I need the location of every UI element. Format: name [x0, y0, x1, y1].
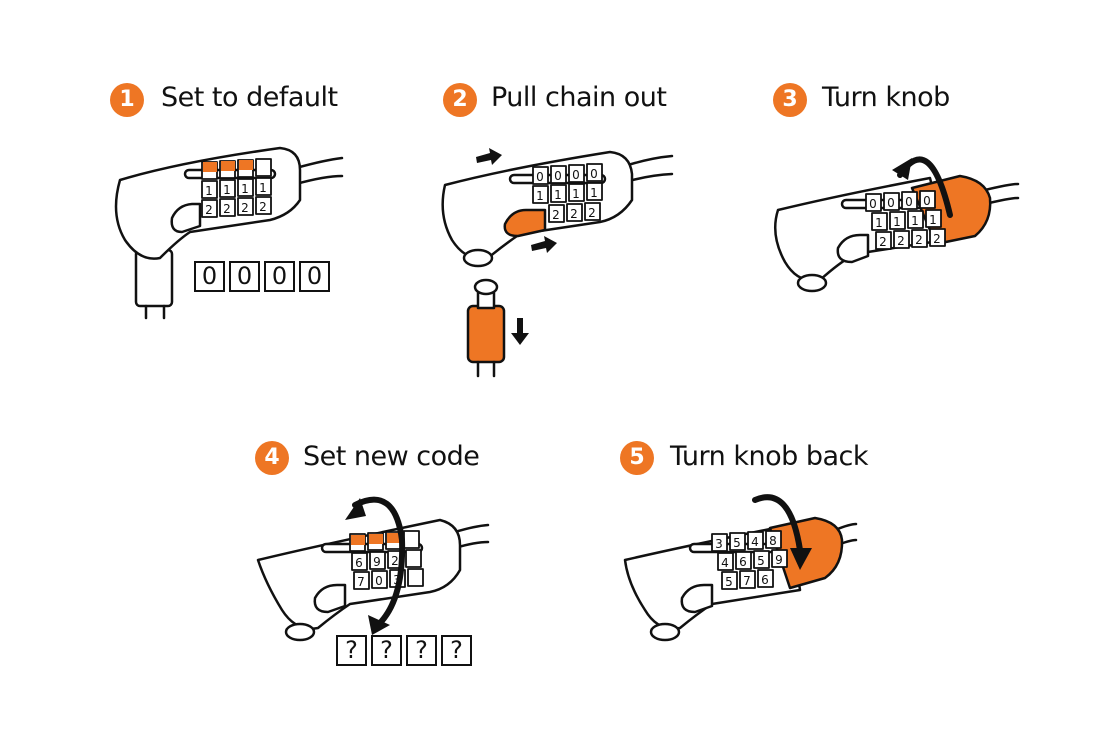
svg-text:2: 2 [915, 233, 923, 247]
svg-text:7: 7 [357, 575, 365, 589]
svg-text:4: 4 [751, 535, 759, 549]
step-2-badge: 2 [443, 83, 477, 117]
svg-text:9: 9 [775, 553, 783, 567]
svg-text:2: 2 [570, 207, 578, 221]
code-digit: 0 [264, 261, 295, 292]
svg-text:1: 1 [554, 188, 562, 202]
code-digit: ? [336, 635, 367, 666]
svg-text:7: 7 [743, 574, 751, 588]
svg-text:4: 4 [721, 556, 729, 570]
svg-text:1: 1 [536, 189, 544, 203]
code-digit: ? [371, 635, 402, 666]
svg-text:2: 2 [223, 202, 231, 216]
svg-text:2: 2 [588, 206, 596, 220]
svg-text:1: 1 [893, 215, 901, 229]
svg-text:1: 1 [241, 182, 249, 196]
svg-text:1: 1 [205, 184, 213, 198]
svg-text:9: 9 [373, 555, 381, 569]
svg-text:2: 2 [552, 208, 560, 222]
svg-text:0: 0 [572, 168, 580, 182]
svg-text:5: 5 [725, 575, 733, 589]
svg-text:2: 2 [391, 554, 399, 568]
code-digit: ? [406, 635, 437, 666]
svg-text:5: 5 [757, 554, 765, 568]
code-digit: 0 [229, 261, 260, 292]
step-1-badge: 1 [110, 83, 144, 117]
svg-text:1: 1 [929, 213, 937, 227]
svg-text:1: 1 [590, 186, 598, 200]
step-2-title: Pull chain out [491, 82, 667, 113]
svg-text:0: 0 [887, 196, 895, 210]
code-digit: ? [441, 635, 472, 666]
code-digit: 0 [194, 261, 225, 292]
svg-text:1: 1 [875, 216, 883, 230]
svg-text:5: 5 [733, 536, 741, 550]
step-5-title: Turn knob back [670, 441, 868, 472]
svg-text:0: 0 [590, 167, 598, 181]
svg-text:6: 6 [739, 555, 747, 569]
step-4-title: Set new code [303, 441, 480, 472]
svg-text:1: 1 [911, 214, 919, 228]
svg-text:3: 3 [393, 573, 401, 587]
svg-text:0: 0 [375, 574, 383, 588]
step-5-badge: 5 [620, 441, 654, 475]
step-3-title: Turn knob [822, 82, 950, 113]
svg-text:2: 2 [933, 232, 941, 246]
svg-text:2: 2 [259, 200, 267, 214]
svg-text:1: 1 [259, 181, 267, 195]
svg-text:6: 6 [355, 556, 363, 570]
step-4-badge: 4 [255, 441, 289, 475]
svg-text:2: 2 [241, 201, 249, 215]
step-3-badge: 3 [773, 83, 807, 117]
svg-text:2: 2 [205, 203, 213, 217]
svg-text:0: 0 [536, 170, 544, 184]
svg-text:2: 2 [879, 235, 887, 249]
svg-text:0: 0 [554, 169, 562, 183]
svg-text:6: 6 [761, 573, 769, 587]
svg-text:0: 0 [869, 197, 877, 211]
step-1-title: Set to default [161, 82, 338, 113]
step-1-code-display: 0 0 0 0 [194, 261, 330, 292]
svg-text:0: 0 [905, 195, 913, 209]
svg-text:8: 8 [769, 534, 777, 548]
svg-text:0: 0 [923, 194, 931, 208]
step-4-code-display: ? ? ? ? [336, 635, 472, 666]
svg-text:1: 1 [572, 187, 580, 201]
code-digit: 0 [299, 261, 330, 292]
svg-text:2: 2 [897, 234, 905, 248]
svg-text:1: 1 [223, 183, 231, 197]
svg-text:3: 3 [715, 537, 723, 551]
